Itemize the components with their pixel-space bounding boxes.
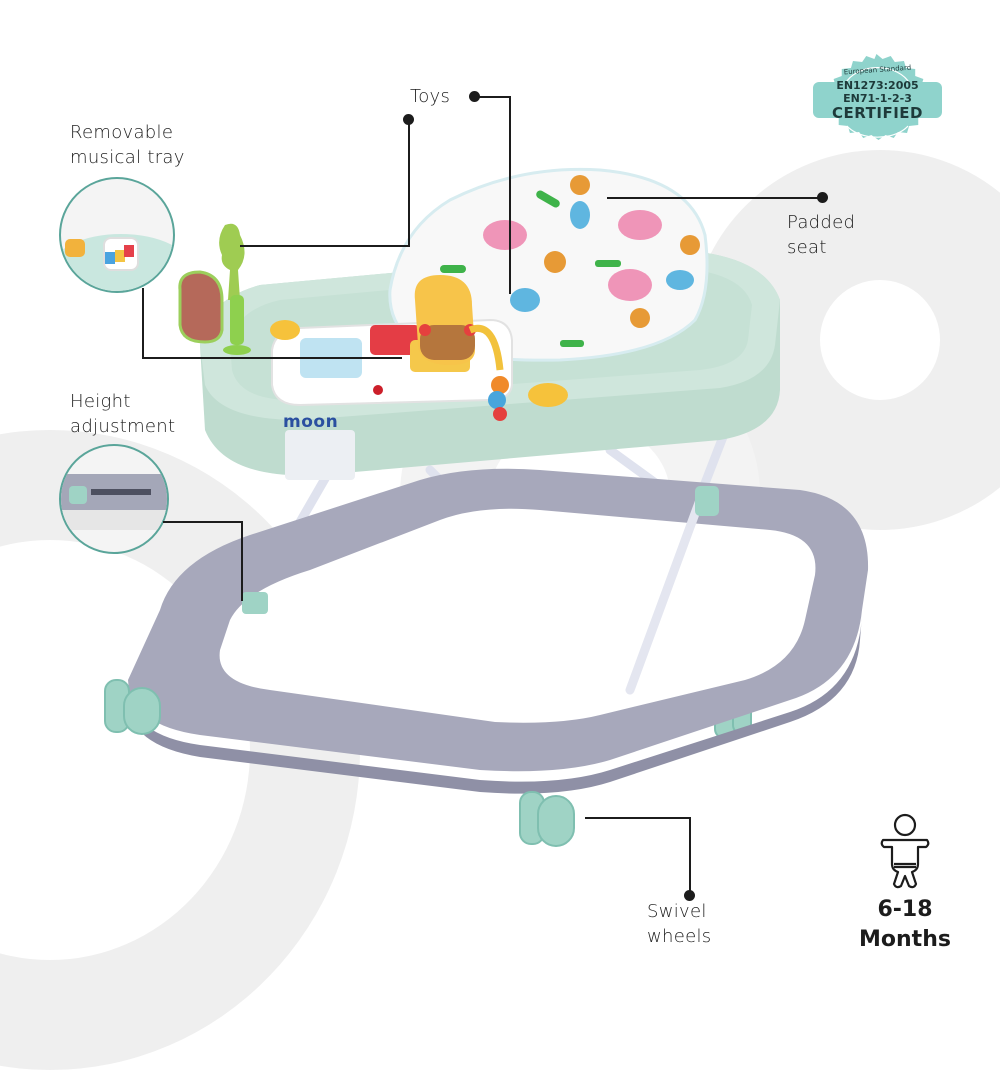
label-seat-line1: Padded — [787, 212, 856, 233]
tray-callout-image — [59, 177, 175, 293]
baby-walker-image — [104, 167, 869, 847]
label-seat-line2: seat — [787, 237, 827, 258]
brand-logo: moon — [283, 412, 339, 432]
tray-line-h2 — [142, 357, 402, 359]
tray-line-v2 — [142, 288, 144, 359]
label-wheels: Swivel wheels — [647, 899, 711, 949]
badge-standard-2: EN71-1-2-3 — [843, 92, 912, 105]
label-tray-line1: Removable — [70, 122, 174, 143]
badge-certified: CERTIFIED — [832, 104, 923, 122]
label-height: Height adjustment — [70, 389, 175, 439]
badge-seal-icon — [813, 54, 942, 140]
tray-toy-cat — [65, 239, 85, 257]
toys-line-h — [475, 96, 510, 98]
tray-key-red — [124, 245, 134, 257]
label-seat: Padded seat — [787, 210, 855, 260]
age-range: 6-18 — [877, 897, 933, 922]
toys-dot — [469, 91, 480, 102]
age-unit: Months — [859, 927, 951, 952]
height-line-v — [241, 521, 243, 601]
wheels-line-v — [689, 817, 691, 892]
tray-key-blue — [105, 252, 115, 264]
wheels-dot — [684, 890, 695, 901]
label-height-line2: adjustment — [70, 416, 176, 437]
tray-dot — [403, 114, 414, 125]
tray-line-v1 — [408, 120, 410, 246]
seat-line-h — [607, 197, 822, 199]
baby-icon — [880, 813, 930, 889]
height-panel — [61, 510, 167, 530]
label-height-line1: Height — [70, 391, 131, 412]
tray-line-h1 — [240, 245, 410, 247]
wheels-line-h — [585, 817, 691, 819]
tray-key-yellow — [115, 250, 125, 262]
seat-dot — [817, 192, 828, 203]
height-line-h — [163, 521, 243, 523]
height-slots — [91, 489, 151, 495]
label-wheels-line1: Swivel — [647, 901, 707, 922]
height-callout-image — [59, 444, 169, 554]
label-wheels-line2: wheels — [647, 926, 712, 947]
label-tray-line2: musical tray — [70, 147, 185, 168]
toys-line-v — [509, 96, 511, 294]
label-toys: Toys — [410, 86, 451, 107]
badge-standard-1: EN1273:2005 — [836, 79, 919, 92]
height-lever — [69, 486, 87, 504]
certification-badge: European Standard EN1273:2005 EN71-1-2-3… — [805, 52, 950, 142]
label-tray: Removable musical tray — [70, 120, 185, 170]
